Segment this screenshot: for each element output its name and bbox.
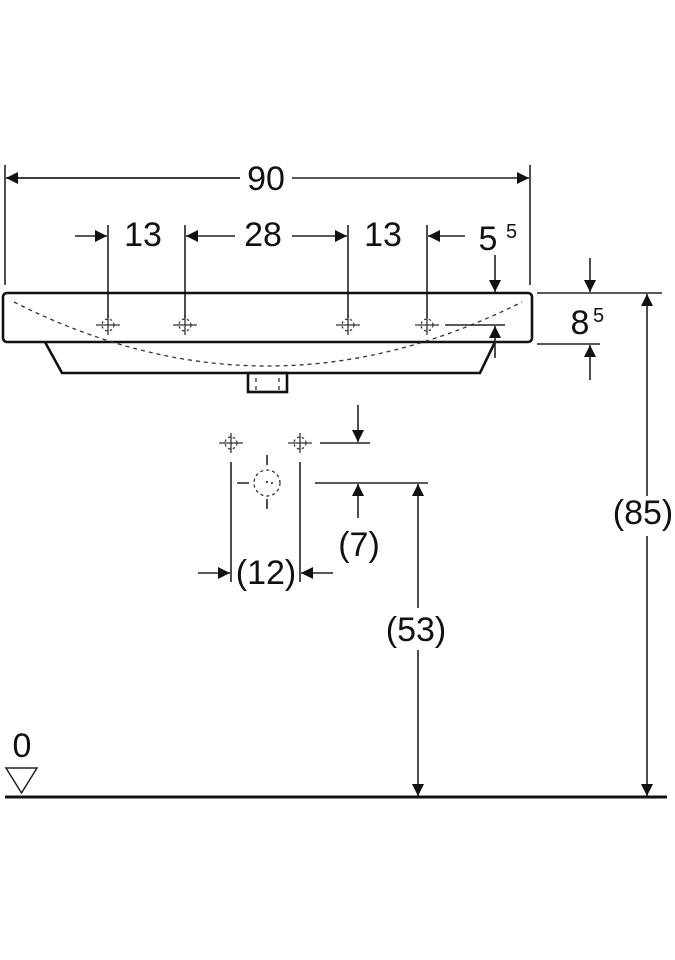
floor-level-triangle-icon — [4, 767, 39, 795]
rim-height-superscript: 5 — [593, 305, 604, 327]
supply-connections: (12) — [198, 432, 333, 592]
supply-point-icon — [218, 432, 244, 454]
edge-dim-superscript: 5 — [506, 221, 517, 243]
supply-offset-label: (7) — [338, 526, 380, 564]
supply-point-icon — [287, 432, 313, 454]
rim-height-label: 8 — [571, 304, 590, 342]
tap-hole-icon — [335, 314, 361, 336]
tap-hole-icon — [172, 314, 198, 336]
tap-hole-dimensions: 13 28 13 5 5 — [75, 216, 517, 318]
tap-hole-icon — [414, 314, 440, 336]
tap-spacing-label: 28 — [244, 216, 282, 254]
basin-outline — [1, 291, 534, 394]
left-tap-dim-label: 13 — [124, 216, 162, 254]
edge-dim-label: 5 — [479, 220, 498, 258]
supply-spacing-label: (12) — [236, 554, 296, 592]
overall-width-dimension: 90 — [4, 160, 531, 285]
supply-offset-dimension: (7) — [315, 405, 428, 564]
rim-height-dimension: 8 5 — [537, 258, 662, 380]
floor-reference: 0 — [4, 727, 667, 799]
total-height-label: (85) — [613, 494, 673, 532]
drain-height-label: (53) — [386, 611, 446, 649]
tap-depth-dimension — [445, 255, 505, 358]
right-tap-dim-label: 13 — [364, 216, 402, 254]
floor-level-label: 0 — [13, 727, 32, 765]
overall-width-label: 90 — [247, 160, 285, 198]
total-height-dimension: (85) — [610, 294, 675, 796]
drain-height-dimension: (53) — [380, 484, 456, 796]
tap-hole-icon — [95, 314, 121, 336]
